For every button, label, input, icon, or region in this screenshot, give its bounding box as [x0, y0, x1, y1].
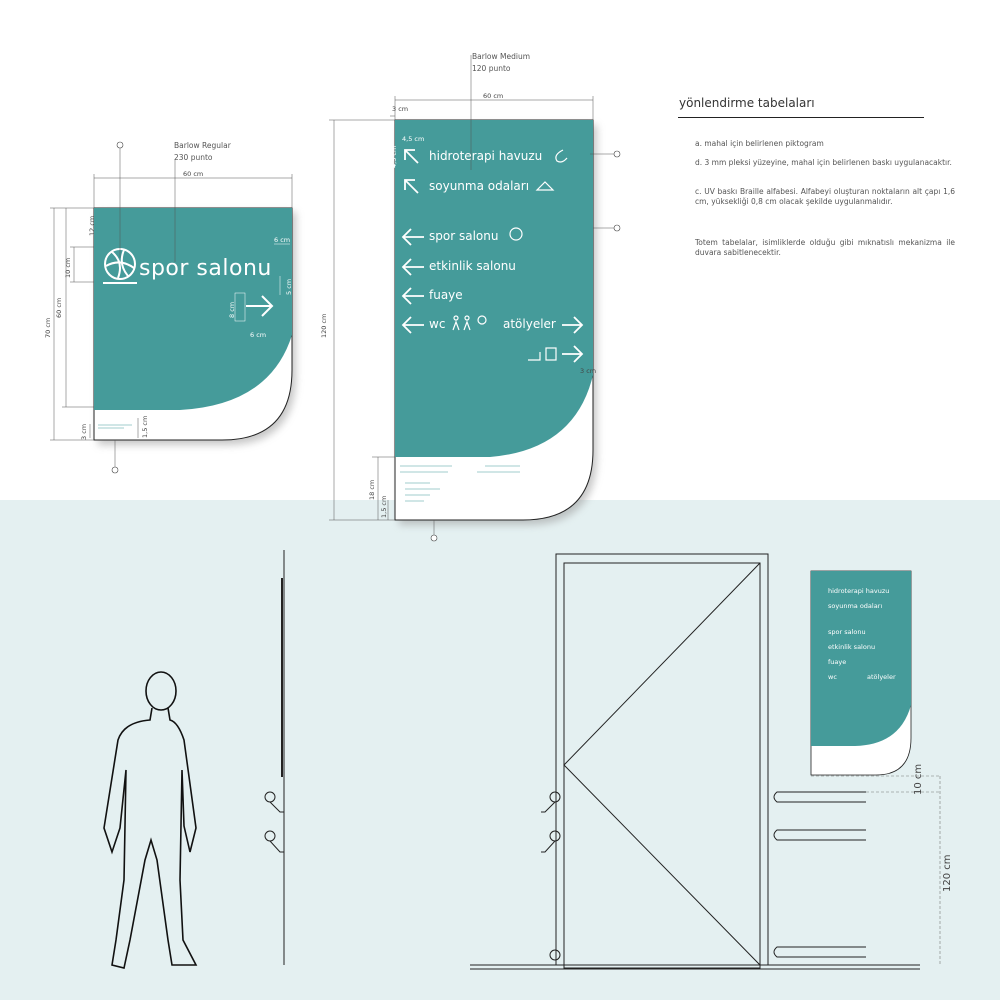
totem-dim-bottom: 18 cm: [368, 479, 376, 500]
small-dim-panel: 60 cm: [55, 297, 63, 318]
elevation-dim-b: 120 cm: [942, 854, 953, 892]
totem-dim-width: 60 cm: [483, 92, 504, 100]
page-title: yönlendirme tabelaları: [679, 96, 815, 110]
hand-icon: [528, 352, 541, 361]
big-font-size: 120 punto: [472, 64, 511, 73]
hanger-icon: [535, 181, 555, 191]
elevation-drawing: [103, 550, 941, 970]
small-sign-label: spor salonu: [139, 256, 272, 281]
totem-dim-inset: 4,5 cm: [402, 135, 425, 143]
mini-right-label: atölyeler: [867, 673, 896, 681]
totem-item-5: wc: [429, 317, 446, 331]
totem-dim-inset-v: 4,5 cm: [390, 145, 398, 168]
small-dim-braille: 1,5 cm: [141, 415, 149, 438]
totem-dim-base: 1,5 cm: [380, 495, 388, 518]
ball-icon-small: [509, 227, 523, 241]
note-d: d. 3 mm pleksi yüzeyine, mahal için beli…: [695, 158, 952, 167]
totem-item-3: etkinlik salonu: [429, 259, 516, 273]
braille-line: [98, 424, 132, 429]
small-dim-base: 3 cm: [80, 423, 88, 440]
small-dim-top: 12 cm: [88, 215, 96, 236]
mini-item-5: wc: [828, 673, 837, 681]
mini-item-4: fuaye: [828, 658, 847, 666]
title-underline: [678, 117, 924, 118]
note-c: c. UV baskı Braille alfabesi. Alfabeyi o…: [695, 187, 955, 207]
totem-item-0: hidroterapi havuzu: [429, 149, 543, 163]
mini-item-3: etkinlik salonu: [828, 643, 876, 651]
small-sign: [50, 141, 296, 474]
note-totem: Totem tabelalar, isimliklerde olduğu gib…: [695, 238, 955, 258]
big-font-name: Barlow Medium: [472, 52, 531, 61]
totem-sign: [329, 55, 621, 542]
small-dim-icon: 10 cm: [64, 257, 72, 278]
totem-dim-right: 3 cm: [580, 367, 597, 375]
totem-panel: [395, 120, 593, 457]
human-figure: [103, 671, 198, 969]
small-font-name: Barlow Regular: [174, 141, 231, 150]
small-dim-arrow-w: 6 cm: [250, 331, 267, 339]
small-dim-arrow-h: 5 cm: [285, 278, 293, 295]
side-section: [264, 550, 285, 965]
small-font-size: 230 punto: [174, 153, 213, 162]
small-sign-panel: [94, 208, 292, 410]
elevation-dim-a: 10 cm: [913, 763, 924, 795]
mini-item-2: spor salonu: [828, 628, 866, 636]
small-dim-width: 60 cm: [183, 170, 204, 178]
door: [470, 553, 920, 970]
totem-arrows: [401, 149, 584, 363]
small-dim-margin: 6 cm: [274, 236, 291, 244]
totem-right-label: atölyeler: [503, 317, 556, 331]
mini-item-1: soyunma odaları: [828, 602, 883, 610]
wc-icon: [452, 315, 487, 331]
arrow-right-icon: [246, 295, 274, 317]
small-dim-total: 70 cm: [44, 317, 52, 338]
totem-braille-lines: [400, 465, 520, 502]
handrails: [773, 791, 866, 958]
totem-dim-top: 3 cm: [392, 105, 409, 113]
workshop-icon: [545, 347, 557, 361]
pool-icon: [555, 149, 568, 163]
totem-item-2: spor salonu: [429, 229, 499, 243]
totem-dim-height: 120 cm: [320, 313, 328, 338]
note-a: a. mahal için belirlenen piktogram: [695, 139, 824, 148]
mini-item-0: hidroterapi havuzu: [828, 587, 890, 595]
totem-item-4: fuaye: [429, 288, 463, 302]
mini-totem: [810, 570, 912, 776]
small-dim-arrow-v: 8 cm: [228, 301, 236, 318]
totem-item-1: soyunma odaları: [429, 179, 530, 193]
